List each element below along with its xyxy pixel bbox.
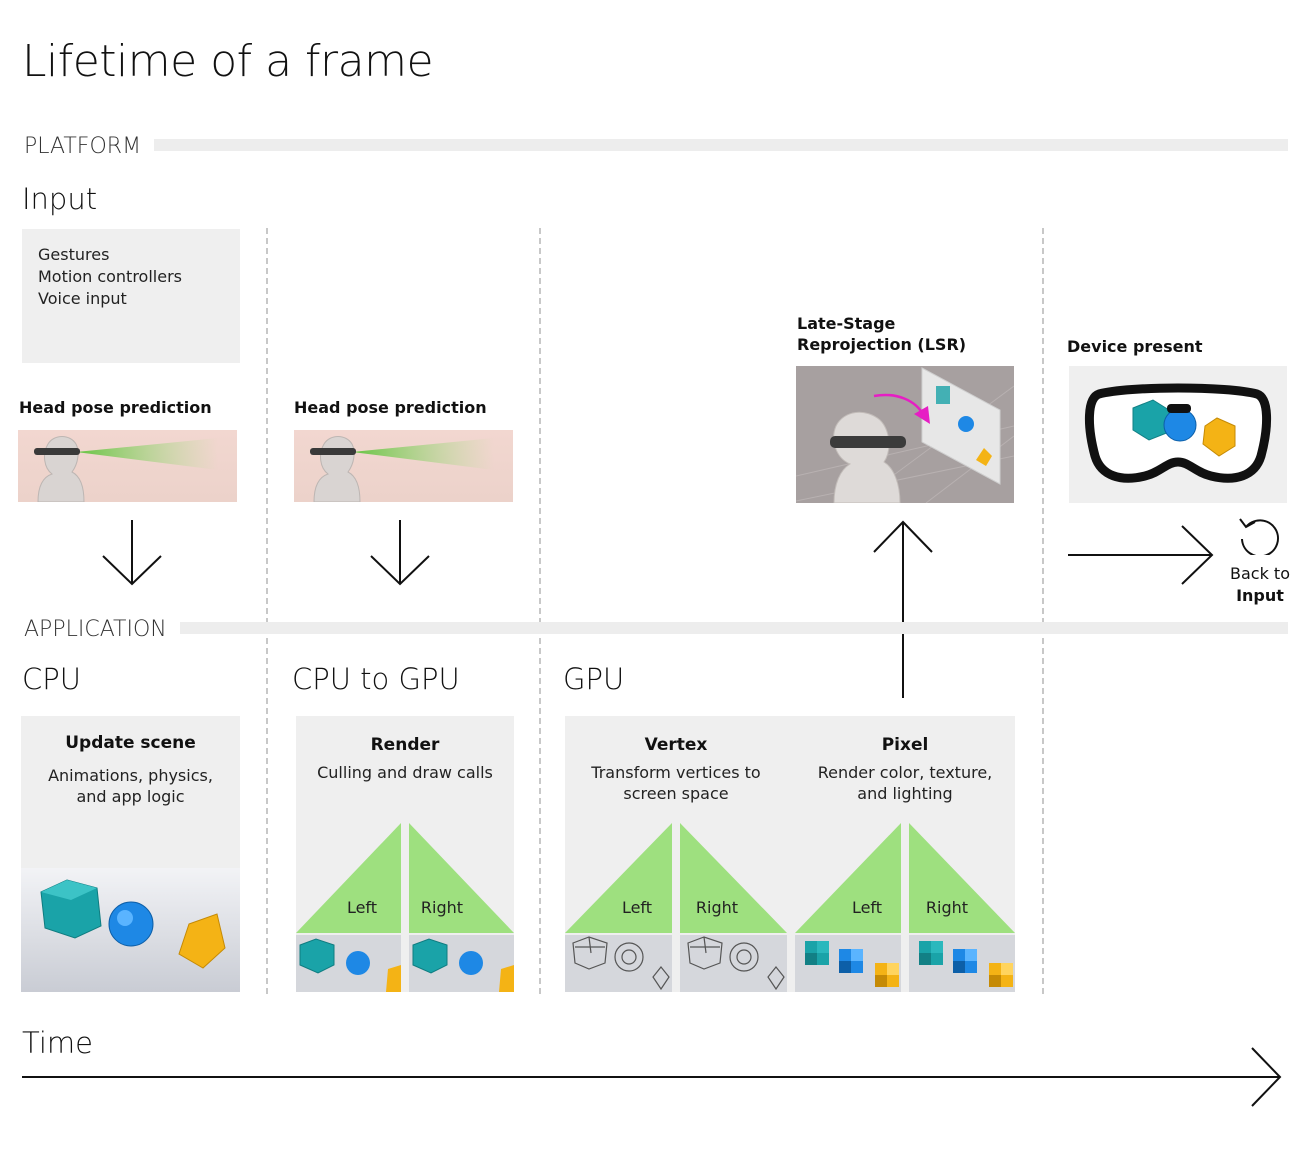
time-arrow [22,1047,1282,1107]
lsr-image [796,366,1014,503]
input-heading: Input [22,182,98,216]
input-item-gestures: Gestures [38,245,110,264]
cpu-heading: CPU [22,662,81,696]
pixel-eyes-diagram: Left Right [795,823,1015,992]
timeline-separator-3 [1042,228,1044,994]
head-pose-caption-2: Head pose prediction [294,398,487,417]
vertex-eyes-diagram: Left Right [565,823,787,992]
device-present-image [1069,366,1287,503]
input-item-motion-controllers: Motion controllers [38,267,182,286]
time-label: Time [22,1026,93,1060]
pixel-right-label: Right [926,898,968,917]
timeline-separator-1 [266,228,268,994]
cpu-card-text: Animations, physics, and app logic [48,766,213,806]
render-right-label: Right [421,898,463,917]
gpu-card: Vertex Transform vertices to screen spac… [565,716,1015,992]
vertex-title: Vertex [644,735,708,755]
render-card-title: Render [370,735,440,755]
render-card-text: Culling and draw calls [317,763,493,782]
input-box: Gestures Motion controllers Voice input [22,229,240,363]
pixel-text: Render color, texture, and lighting [817,763,993,803]
cpu-card: Update scene Animations, physics, and ap… [21,716,240,992]
right-arrow-loop [1068,525,1214,585]
application-divider [180,622,1288,634]
cpu-card-title: Update scene [65,733,196,753]
application-label: APPLICATION [24,617,167,642]
cpu-scene-image [21,868,240,992]
back-loop-icon [1239,518,1279,555]
page-title: Lifetime of a frame [22,36,434,87]
platform-label: PLATFORM [24,134,142,159]
platform-divider [154,139,1288,151]
down-arrow-1 [102,520,162,586]
vertex-right-label: Right [696,898,738,917]
pixel-left-label: Left [852,898,882,917]
gpu-heading: GPU [563,662,625,696]
down-arrow-2 [370,520,430,586]
render-eyes-diagram: Left Right [296,823,514,992]
timeline-separator-2 [539,228,541,994]
up-arrow-lsr [873,520,933,698]
back-to-input-label: Back to Input [1230,564,1290,605]
head-pose-caption-1: Head pose prediction [19,398,212,417]
vertex-text: Transform vertices to screen space [591,763,761,803]
head-pose-image-1 [18,430,237,502]
vertex-left-label: Left [622,898,652,917]
lsr-caption: Late-Stage Reprojection (LSR) [797,314,967,354]
head-pose-image-2 [294,430,513,502]
input-item-voice-input: Voice input [38,289,127,308]
device-present-caption: Device present [1067,337,1203,356]
pixel-title: Pixel [881,735,929,755]
cpu-to-gpu-heading: CPU to GPU [292,662,460,696]
render-card: Render Culling and draw calls Left Right [296,716,514,992]
render-left-label: Left [347,898,377,917]
